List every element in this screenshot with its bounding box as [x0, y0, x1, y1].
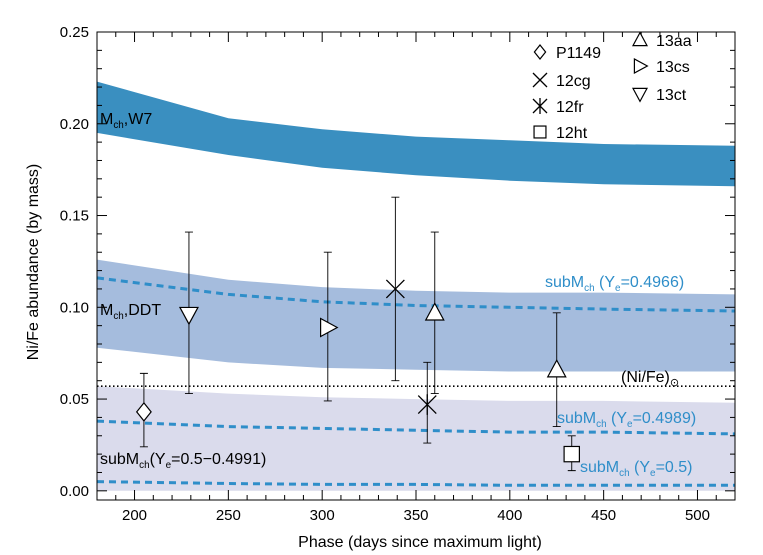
legend-marker-12fr	[532, 97, 548, 115]
y-tick-label: 0.25	[60, 24, 89, 41]
marker-13cs-0	[320, 317, 339, 338]
legend-label-12fr: 12fr	[556, 99, 584, 116]
label-mch-ddt-part: M	[100, 302, 113, 319]
marker-12fr-0	[417, 394, 437, 415]
label-ye-4989-part: ch	[596, 419, 606, 430]
label-submch-range-part: ch	[139, 460, 149, 471]
legend-marker-P1149	[533, 44, 547, 60]
y-axis-label: Ni/Fe abundance (by mass)	[25, 164, 42, 361]
label-ye-4989-part: subM	[557, 410, 596, 427]
dashed-line-2	[96, 480, 735, 487]
label-submch-range-part: e	[166, 460, 172, 471]
label-mch-w7-part: ,W7	[124, 111, 153, 128]
label-solar-ratio-symbol: ⊙	[670, 377, 679, 389]
label-ye-4989-part: =0.4989)	[633, 410, 697, 427]
legend-label-13aa: 13aa	[656, 33, 692, 50]
legend-label-13cs: 13cs	[656, 59, 690, 76]
annotations: Mch,W7Mch,DDTsubMch(Ye=0.5−0.4991)subMch…	[100, 111, 696, 479]
label-ye-4989-part: e	[627, 419, 633, 430]
y-tick-label: 0.05	[60, 391, 89, 408]
label-ye-5-part: ch	[619, 468, 629, 479]
label-solar-ratio-text: (Ni/Fe)	[621, 369, 670, 386]
y-tick-label: 0.10	[60, 299, 89, 316]
label-ye-4966-part: (Y	[595, 274, 616, 291]
y-tick-label: 0.20	[60, 116, 89, 133]
model-bands	[97, 81, 735, 491]
dashed-model-lines	[96, 276, 736, 487]
label-mch-ddt-part: ch	[113, 311, 123, 322]
data-markers	[135, 279, 580, 463]
label-submch-range-part: =0.5−0.4991)	[171, 451, 266, 468]
x-tick-label: 450	[591, 507, 616, 524]
marker-P1149-0	[135, 401, 152, 422]
band-0	[97, 81, 735, 187]
label-mch-w7: Mch,W7	[100, 111, 152, 131]
label-ye-5-part: subM	[580, 459, 619, 476]
axis-ticks: 200 250 300 350 400 450 500 0.00 0.05 0.10 0.15 0.2…	[60, 24, 736, 524]
marker-12ht-0	[563, 445, 580, 463]
x-tick-label: 300	[310, 507, 335, 524]
label-mch-w7-part: ch	[113, 120, 123, 131]
legend: P1149 12cg 12fr 12ht 13aa 13cs 13ct	[532, 31, 692, 142]
x-tick-label: 350	[403, 507, 428, 524]
label-ye-5-part: (Y	[630, 459, 651, 476]
marker-12cg-0	[385, 279, 405, 299]
legend-marker-12ht	[533, 125, 547, 139]
x-axis-label: Phase (days since maximum light)	[298, 534, 542, 551]
x-tick-label: 250	[216, 507, 241, 524]
label-ye-4966-part: ch	[584, 283, 594, 294]
marker-13aa-1	[546, 358, 567, 378]
legend-label-13ct: 13ct	[656, 87, 687, 104]
dashed-line-1	[96, 419, 736, 436]
label-ye-4989: subMch (Ye=0.4989)	[557, 410, 696, 430]
band-1	[97, 259, 735, 372]
dashed-line-0	[96, 276, 736, 313]
x-tick-label: 500	[685, 507, 710, 524]
y-tick-label: 0.15	[60, 208, 89, 225]
marker-13aa-0	[424, 302, 445, 321]
label-ye-4966: subMch (Ye=0.4966)	[545, 274, 684, 294]
label-ye-4966-part: =0.4966)	[621, 274, 685, 291]
label-ye-4989-part: (Y	[607, 410, 628, 427]
label-mch-ddt: Mch,DDT	[100, 302, 161, 322]
label-solar-ratio: (Ni/Fe)⊙	[621, 369, 679, 389]
y-tick-label: 0.00	[60, 483, 89, 500]
x-tick-label: 200	[122, 507, 147, 524]
label-ye-4966-part: e	[615, 283, 621, 294]
label-ye-4966-part: subM	[545, 274, 584, 291]
band-2	[97, 386, 735, 491]
label-ye-5: subMch (Ye=0.5)	[580, 459, 692, 479]
legend-marker-13aa	[631, 31, 649, 47]
legend-label-P1149: P1149	[556, 45, 601, 62]
legend-marker-13ct	[631, 87, 649, 103]
legend-label-12ht: 12ht	[556, 125, 588, 142]
label-mch-w7-part: M	[100, 111, 113, 128]
x-tick-label: 400	[497, 507, 522, 524]
legend-marker-13cs	[633, 57, 649, 75]
label-ye-5-part: e	[650, 468, 656, 479]
legend-label-12cg: 12cg	[556, 73, 591, 90]
label-ye-5-part: =0.5)	[656, 459, 693, 476]
label-submch-range: subMch(Ye=0.5−0.4991)	[100, 451, 266, 471]
label-mch-ddt-part: ,DDT	[124, 302, 162, 319]
label-submch-range-part: (Y	[150, 451, 166, 468]
legend-marker-12cg	[532, 72, 548, 88]
label-submch-range-part: subM	[100, 451, 139, 468]
marker-13ct-0	[178, 306, 199, 326]
